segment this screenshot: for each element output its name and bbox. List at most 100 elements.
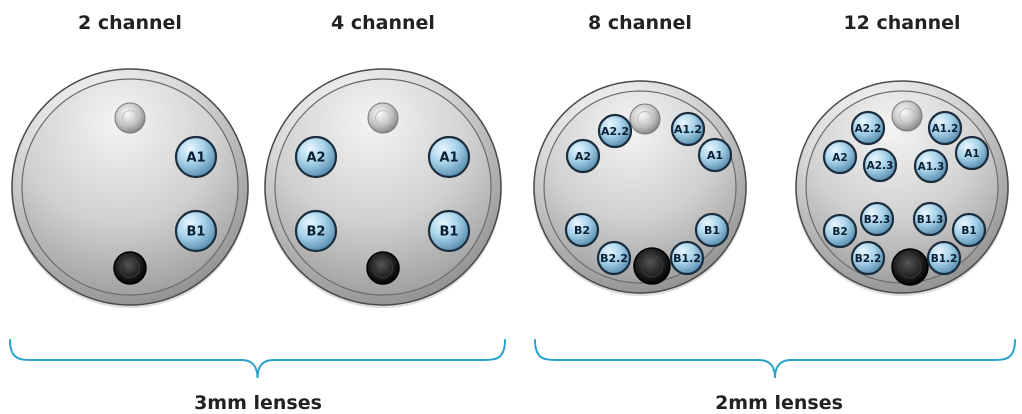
reference-port-ring [899, 108, 915, 124]
dark-port [113, 251, 147, 285]
lens-circle [427, 209, 471, 253]
lens-circle [565, 138, 601, 174]
lens-a1: A1 [174, 135, 218, 179]
dark-port [891, 248, 929, 286]
lens-label: B1 [187, 225, 206, 240]
dark-port-ring [119, 257, 141, 279]
title-2-channel: 2 channel [78, 12, 182, 34]
lens-b1: B1 [427, 209, 471, 253]
lens-label: A2 [306, 151, 325, 166]
lens-label: A2.3 [867, 160, 894, 172]
dark-port [366, 251, 400, 285]
lens-a1: A1 [954, 135, 990, 171]
lens-b2: B2 [822, 213, 858, 249]
lens-b1-2: B1.2 [669, 240, 705, 276]
lens-a1: A1 [697, 137, 733, 173]
lens-a2-2: A2.2 [597, 113, 633, 149]
lens-circle [822, 139, 858, 175]
bracket-2mm [534, 339, 1016, 379]
lens-circle [670, 111, 706, 147]
reference-port [367, 102, 399, 134]
group-label-3mm: 3mm lenses [194, 392, 322, 414]
lens-label: A2.2 [855, 123, 882, 135]
reference-port-ring [122, 110, 138, 126]
lens-label: B2.2 [600, 252, 628, 265]
lens-a1-2: A1.2 [927, 110, 963, 146]
lens-circle [927, 110, 963, 146]
lens-a2: A2 [294, 135, 338, 179]
lens-label: A2.2 [601, 125, 629, 138]
lens-circle [850, 240, 886, 276]
lens-circle [859, 201, 895, 237]
lens-b2: B2 [564, 212, 600, 248]
dark-port-ring [640, 254, 664, 278]
lens-label: A1.2 [674, 123, 702, 136]
lens-a2: A2 [822, 139, 858, 175]
lens-label: B1.2 [931, 253, 958, 265]
lens-circle [913, 148, 949, 184]
lens-b2-2: B2.2 [596, 240, 632, 276]
lens-a1-3: A1.3 [913, 148, 949, 184]
lens-b2-2: B2.2 [850, 240, 886, 276]
lens-label: B1 [704, 224, 720, 237]
lens-circle [294, 209, 338, 253]
lens-circle [174, 209, 218, 253]
lens-label: A1 [707, 149, 723, 162]
lens-label: B1 [961, 225, 976, 237]
lens-a2-2: A2.2 [850, 110, 886, 146]
reference-port [891, 100, 923, 132]
lens-circle [954, 135, 990, 171]
lens-circle [294, 135, 338, 179]
lens-a1: A1 [427, 135, 471, 179]
lens-b1: B1 [694, 212, 730, 248]
title-8-channel: 8 channel [588, 12, 692, 34]
reference-port-ring [375, 110, 391, 126]
lens-circle [597, 113, 633, 149]
lens-label: A1 [186, 151, 205, 166]
dark-port-ring [372, 257, 394, 279]
lens-b1-3: B1.3 [912, 201, 948, 237]
lens-circle [951, 212, 987, 248]
lens-circle [694, 212, 730, 248]
lens-circle [862, 147, 898, 183]
title-12-channel: 12 channel [843, 12, 961, 34]
lens-b2: B2 [294, 209, 338, 253]
lens-label: B2 [574, 224, 590, 237]
lens-circle [174, 135, 218, 179]
lens-b1: B1 [174, 209, 218, 253]
lens-label: A1 [439, 151, 458, 166]
lens-circle [822, 213, 858, 249]
lens-circle [596, 240, 632, 276]
lens-label: B2.2 [855, 253, 882, 265]
lens-label: A1.3 [918, 161, 945, 173]
lens-circle [697, 137, 733, 173]
lens-label: B2 [832, 226, 847, 238]
lens-a2-3: A2.3 [862, 147, 898, 183]
lens-label: B1.2 [673, 252, 701, 265]
lens-circle [427, 135, 471, 179]
lens-a1-2: A1.2 [670, 111, 706, 147]
lens-label: A1 [964, 148, 979, 160]
lens-label: B1 [440, 225, 459, 240]
lens-label: A2 [575, 150, 591, 163]
lens-a2: A2 [565, 138, 601, 174]
reference-port-ring [637, 111, 653, 127]
lens-label: A2 [832, 152, 847, 164]
lens-circle [912, 201, 948, 237]
lens-label: B2.3 [864, 214, 891, 226]
reference-port [114, 102, 146, 134]
lens-b1: B1 [951, 212, 987, 248]
lens-label: B1.3 [917, 214, 944, 226]
dark-port [633, 247, 671, 285]
reference-port [629, 103, 661, 135]
dark-port-ring [898, 255, 922, 279]
lens-label: A1.2 [932, 123, 959, 135]
lens-b2-3: B2.3 [859, 201, 895, 237]
lens-label: B2 [307, 225, 326, 240]
lens-circle [850, 110, 886, 146]
